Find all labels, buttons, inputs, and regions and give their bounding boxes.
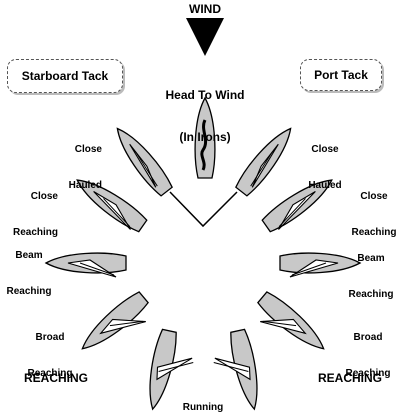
- wind-arrow-icon: [186, 18, 224, 56]
- broad-reaching-label-right: Broad Reaching: [345, 332, 391, 379]
- beam-reaching-label-left: Beam Reaching: [6, 250, 52, 297]
- wind-label: WIND: [189, 2, 221, 16]
- no-go-zone-lines: [169, 191, 238, 228]
- broad-reaching-label-left: Broad Reaching: [27, 332, 73, 379]
- boat-running-starboard: [142, 328, 194, 412]
- boat-beam-reaching-port: [279, 252, 361, 278]
- close-hauled-label-left: Close Hauled: [68, 144, 102, 191]
- boat-broad-reaching-port: [255, 289, 331, 357]
- boat-broad-reaching-starboard: [75, 289, 151, 357]
- reaching-sector-label-left: REACHING: [24, 371, 89, 385]
- beam-reaching-label-right: Beam Reaching: [348, 253, 394, 300]
- reaching-sector-label-right: REACHING: [318, 371, 383, 385]
- close-reaching-label-left: Close Reaching: [12, 191, 58, 238]
- close-hauled-label-right: Close Hauled: [308, 144, 342, 191]
- boat-close-reaching-port: [259, 171, 339, 235]
- head-to-wind-line1: Head To Wind: [165, 88, 245, 102]
- boat-beam-reaching-starboard: [45, 252, 127, 278]
- boat-running-port: [213, 328, 265, 412]
- head-to-wind-line2: (In Irons): [179, 130, 231, 144]
- starboard-tack-label: Starboard Tack: [21, 69, 109, 83]
- port-tack-label: Port Tack: [314, 68, 368, 82]
- port-tack-box: Port Tack: [300, 59, 382, 91]
- close-reaching-label-right: Close Reaching: [351, 191, 397, 238]
- running-label: Running: [182, 402, 224, 413]
- boat-head-to-wind: [194, 97, 216, 179]
- boat-close-hauled-port: [232, 121, 300, 199]
- head-to-wind-label: Head To Wind (In Irons): [140, 60, 270, 172]
- boat-close-hauled-starboard: [108, 121, 176, 199]
- starboard-tack-box: Starboard Tack: [7, 59, 123, 93]
- boat-close-reaching-starboard: [70, 171, 150, 235]
